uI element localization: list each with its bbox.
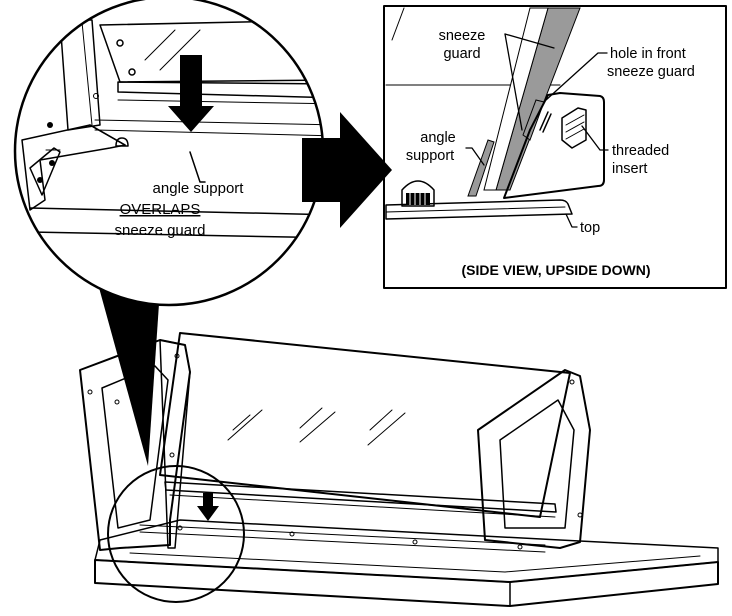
threaded-insert-bracket <box>503 92 605 199</box>
main-assembly <box>79 332 719 607</box>
foot-bumper <box>401 180 435 207</box>
down-arrow-icon <box>197 493 219 521</box>
callout-pointer <box>98 284 160 466</box>
right-end-frame <box>477 369 591 549</box>
top-panel <box>385 199 573 220</box>
sv-threaded-label-2: insert <box>612 161 647 177</box>
placement-arrow-icon <box>168 55 214 132</box>
sv-top-label: top <box>580 220 600 236</box>
side-view-panel: sneeze guard hole in front sneeze guard … <box>383 5 727 289</box>
transition-arrow-icon <box>302 112 392 228</box>
sneeze-guard-glass <box>159 332 571 518</box>
base-panel <box>94 519 719 607</box>
sv-sneeze-guard-label-2: guard <box>443 46 480 62</box>
sv-sneeze-guard-label-1: sneeze <box>439 28 486 44</box>
zoom-detail <box>15 0 323 305</box>
sv-hole-label-2: sneeze guard <box>607 64 695 80</box>
sneeze-guard-label: sneeze guard <box>115 222 206 239</box>
sv-angle-label-1: angle <box>420 130 455 146</box>
overlaps-label: OVERLAPS <box>120 201 201 218</box>
side-view-caption: (SIDE VIEW, UPSIDE DOWN) <box>461 262 650 278</box>
sv-threaded-label-1: threaded <box>612 143 669 159</box>
sv-angle-label-2: support <box>406 148 454 164</box>
angle-support-label: angle support <box>153 180 245 197</box>
sv-hole-label-1: hole in front <box>610 46 686 62</box>
detail-circle-small <box>107 465 245 603</box>
